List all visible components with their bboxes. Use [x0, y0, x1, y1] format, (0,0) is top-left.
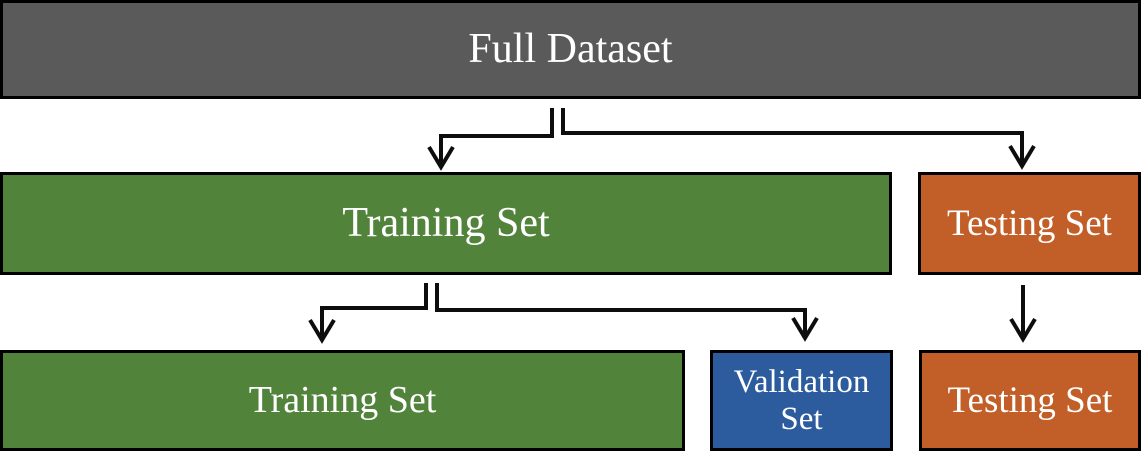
- arrowhead-icon: [308, 318, 336, 344]
- arrowhead-icon: [427, 145, 455, 171]
- node-training-set-mid: Training Set: [0, 172, 892, 275]
- edge-training-set-to-validation-set: [435, 283, 819, 342]
- arrowhead-icon: [1009, 317, 1037, 343]
- node-training-set-mid-label: Training Set: [342, 199, 550, 246]
- node-testing-set-mid: Testing Set: [918, 172, 1141, 275]
- node-training-set-bottom: Training Set: [0, 350, 685, 451]
- arrowhead-icon: [1008, 144, 1036, 170]
- node-validation-set: Validation Set: [710, 350, 893, 451]
- arrowhead-icon: [791, 316, 819, 342]
- node-validation-set-label: Validation Set: [733, 363, 870, 437]
- edge-training-set-to-training-set: [308, 283, 428, 344]
- edge-full-dataset-to-testing-set: [561, 108, 1036, 170]
- node-full-dataset: Full Dataset: [0, 0, 1141, 99]
- edge-testing-set-to-testing-set: [1009, 285, 1037, 343]
- node-training-set-bottom-label: Training Set: [248, 379, 437, 422]
- node-full-dataset-label: Full Dataset: [468, 25, 673, 72]
- node-testing-set-mid-label: Testing Set: [947, 202, 1112, 244]
- node-testing-set-bottom-label: Testing Set: [947, 379, 1113, 421]
- node-testing-set-bottom: Testing Set: [919, 350, 1141, 451]
- edge-full-dataset-to-training-set: [427, 108, 554, 171]
